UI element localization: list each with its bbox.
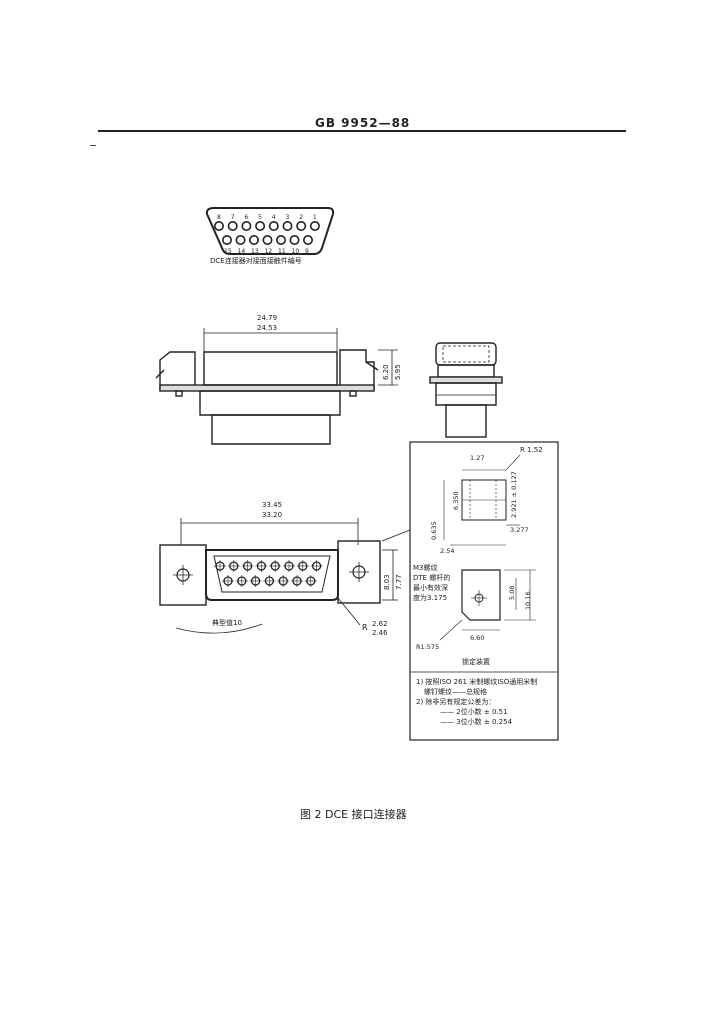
note-2: 螺钉螺纹——总规格 bbox=[424, 687, 487, 696]
pin-contact bbox=[255, 221, 266, 232]
typical-label: 典型值10 bbox=[212, 618, 242, 627]
pin-number: 13 bbox=[251, 248, 259, 255]
pin-contact bbox=[309, 221, 320, 232]
bottom-view bbox=[159, 518, 411, 634]
detail-3277: 3.277 bbox=[510, 526, 529, 534]
detail-508: 5.08 bbox=[508, 586, 516, 600]
pin-number: 14 bbox=[238, 248, 246, 255]
pin-face-label: DCE连接器对接面接触件编号 bbox=[210, 256, 302, 265]
pin-contact bbox=[268, 221, 279, 232]
radius-prefix: R bbox=[362, 623, 368, 632]
note-4: —— 2位小数 ± 0.51 bbox=[440, 707, 508, 716]
pin-labels-top: 8 7 6 5 4 3 2 1 bbox=[217, 214, 317, 221]
pin-contact bbox=[222, 235, 233, 246]
span-min: 33.20 bbox=[262, 511, 282, 519]
bottom-height-min: 7.77 bbox=[395, 574, 403, 590]
pin-contact bbox=[289, 235, 300, 246]
standard-header: GB 9952—88 bbox=[315, 116, 411, 130]
pin-contact bbox=[249, 235, 260, 246]
front-view bbox=[155, 328, 398, 445]
pin-contact bbox=[282, 221, 293, 232]
detail-r-top: R 1.52 bbox=[520, 446, 543, 454]
pin-labels-bottom: 15 14 13 12 11 10 9 bbox=[224, 248, 309, 255]
pin-number: 10 bbox=[292, 248, 300, 255]
pin-number: 5 bbox=[258, 214, 262, 221]
pin-contact bbox=[275, 235, 286, 246]
detail-2921: 2.921 ± 0.127 bbox=[510, 471, 518, 518]
m3-label-4: 度为3.175 bbox=[413, 593, 447, 602]
pin-contact bbox=[227, 221, 238, 232]
pin-contact bbox=[241, 221, 252, 232]
pin-number: 1 bbox=[313, 214, 317, 221]
fixing-label: 锁定装置 bbox=[462, 657, 490, 666]
front-width-max: 24.79 bbox=[257, 314, 277, 322]
header-rule bbox=[98, 130, 626, 132]
detail-box bbox=[409, 441, 559, 741]
pin-contact bbox=[296, 221, 307, 232]
detail-127: 1.27 bbox=[470, 454, 484, 462]
detail-1016: 10.16 bbox=[524, 591, 532, 610]
pin-number: 2 bbox=[299, 214, 303, 221]
bottom-height-max: 8.03 bbox=[383, 574, 391, 590]
pin-contact bbox=[302, 235, 313, 246]
detail-r-bottom: R1.575 bbox=[416, 643, 439, 651]
side-view bbox=[429, 342, 503, 438]
pin-face-view bbox=[205, 207, 335, 255]
m3-label-2: DTE 螺杆的 bbox=[413, 573, 450, 582]
margin-mark bbox=[90, 145, 96, 146]
detail-660: 6.60 bbox=[470, 634, 484, 642]
detail-6350: 6.350 bbox=[452, 491, 460, 510]
pin-number: 12 bbox=[265, 248, 273, 255]
pin-contact bbox=[262, 235, 273, 246]
pin-number: 15 bbox=[224, 248, 232, 255]
front-height-min: 5.95 bbox=[394, 364, 402, 380]
pin-number: 9 bbox=[305, 248, 309, 255]
radius-min: 2.46 bbox=[372, 629, 388, 637]
pin-number: 3 bbox=[286, 214, 290, 221]
m3-label-1: M3螺纹 bbox=[413, 563, 438, 572]
pin-row-bottom bbox=[222, 235, 313, 246]
pin-number: 11 bbox=[278, 248, 286, 255]
front-width-min: 24.53 bbox=[257, 324, 277, 332]
radius-max: 2.62 bbox=[372, 620, 388, 628]
note-3: 2) 除非另有规定公差为： bbox=[416, 697, 495, 706]
detail-254: 2.54 bbox=[440, 547, 454, 555]
pin-contact bbox=[214, 221, 225, 232]
figure-caption: 图 2 DCE 接口连接器 bbox=[300, 808, 407, 821]
m3-label-3: 最小有效深 bbox=[413, 583, 448, 592]
pin-number: 8 bbox=[217, 214, 221, 221]
front-height-max: 6.20 bbox=[382, 364, 390, 380]
pin-number: 7 bbox=[231, 214, 235, 221]
pin-row-top bbox=[214, 221, 320, 232]
pin-contact bbox=[235, 235, 246, 246]
span-max: 33.45 bbox=[262, 501, 282, 509]
note-5: —— 3位小数 ± 0.254 bbox=[440, 717, 513, 726]
note-1: 1) 按照ISO 261 米制螺纹ISO通用米制 bbox=[416, 677, 537, 686]
pin-number: 4 bbox=[272, 214, 276, 221]
detail-0635: 0.635 bbox=[430, 521, 438, 540]
pin-number: 6 bbox=[244, 214, 248, 221]
bottom-pin-grid bbox=[214, 560, 323, 587]
